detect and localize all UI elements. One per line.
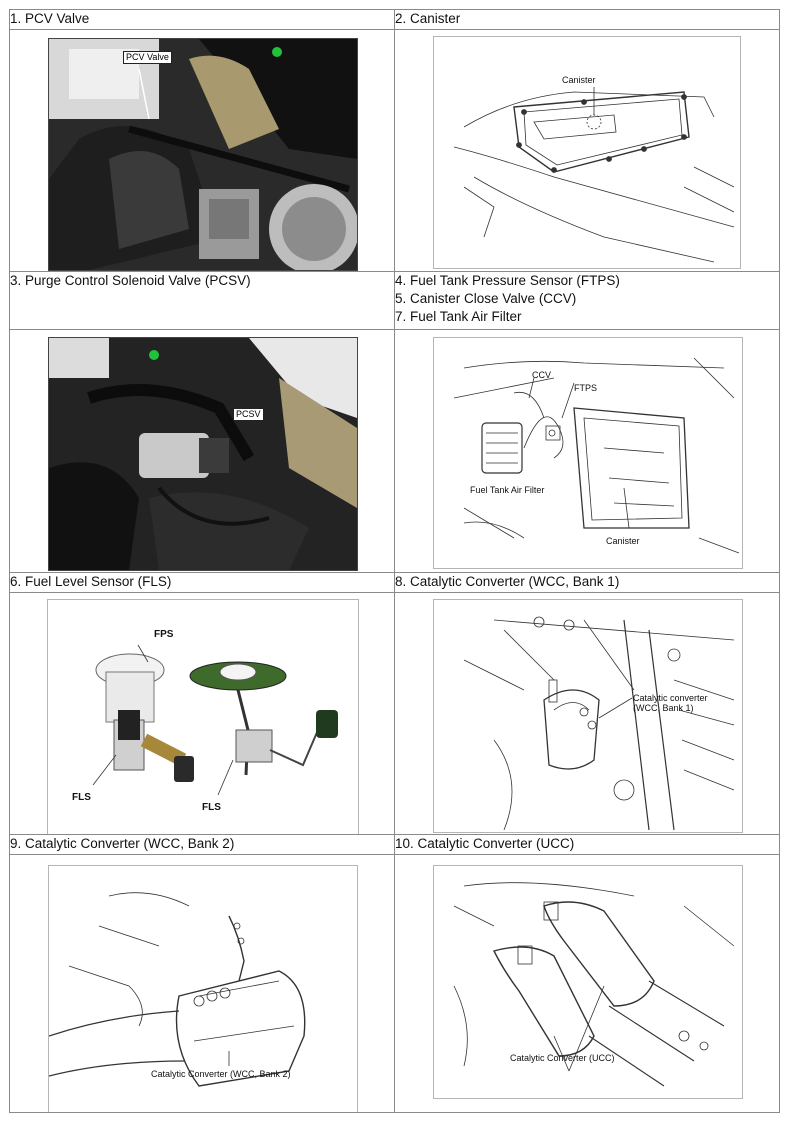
header-text: 1. PCV Valve: [10, 11, 90, 26]
header-pcv-valve: 1. PCV Valve: [9, 9, 395, 30]
figure-cell-pcv: PCV Valve: [9, 29, 395, 272]
figure-cell-wcc-bank2: Catalytic Converter (WCC, Bank 2): [9, 854, 395, 1113]
header-text: 2. Canister: [395, 11, 461, 26]
figure-cell-pcsv: PCSV: [9, 329, 395, 573]
header-fls: 6. Fuel Level Sensor (FLS): [9, 572, 395, 593]
figure-cell-wcc-bank1: Catalytic converter (WCC, Bank 1): [394, 592, 780, 835]
header-ucc: 10. Catalytic Converter (UCC): [394, 834, 780, 855]
header-text: 4. Fuel Tank Pressure Sensor (FTPS): [395, 273, 620, 288]
fls-label-left: FLS: [72, 792, 91, 803]
pcv-valve-photo: PCV Valve: [48, 38, 358, 271]
wcc-bank1-label-line1: Catalytic converter: [633, 693, 708, 703]
wcc-bank2-diagram: Catalytic Converter (WCC, Bank 2): [48, 865, 358, 1112]
ftps-ccv-diagram: CCV FTPS Fuel Tank Air Filter Canister: [433, 337, 743, 569]
ucc-label: Catalytic Converter (UCC): [510, 1053, 615, 1063]
canister-label: Canister: [606, 536, 640, 546]
header-pcsv: 3. Purge Control Solenoid Valve (PCSV): [9, 271, 395, 330]
header-text: 8. Catalytic Converter (WCC, Bank 1): [395, 574, 620, 589]
wcc-bank1-label-line2: (WCC, Bank 1): [633, 703, 694, 713]
canister-label: Canister: [562, 75, 596, 85]
header-text: 6. Fuel Level Sensor (FLS): [10, 574, 172, 589]
header-wcc-bank2: 9. Catalytic Converter (WCC, Bank 2): [9, 834, 395, 855]
pcv-valve-callout: PCV Valve: [123, 51, 172, 64]
wcc-bank2-label: Catalytic Converter (WCC, Bank 2): [151, 1069, 291, 1079]
pcsv-photo: PCSV: [48, 337, 358, 571]
header-canister: 2. Canister: [394, 9, 780, 30]
component-table: 1. PCV Valve 2. Canister: [9, 9, 780, 1113]
figure-cell-fls: FPS FLS FLS: [9, 592, 395, 835]
header-text: 7. Fuel Tank Air Filter: [395, 309, 522, 324]
figure-cell-ftps: CCV FTPS Fuel Tank Air Filter Canister: [394, 329, 780, 573]
header-text: 3. Purge Control Solenoid Valve (PCSV): [10, 273, 251, 288]
fls-label-right: FLS: [202, 802, 221, 813]
figure-cell-canister: Canister: [394, 29, 780, 272]
canister-diagram: Canister: [433, 36, 741, 269]
header-text: 10. Catalytic Converter (UCC): [395, 836, 575, 851]
header-wcc-bank1: 8. Catalytic Converter (WCC, Bank 1): [394, 572, 780, 593]
header-ftps-ccv-filter: 4. Fuel Tank Pressure Sensor (FTPS) 5. C…: [394, 271, 780, 330]
pcsv-callout: PCSV: [233, 408, 264, 421]
header-text: 9. Catalytic Converter (WCC, Bank 2): [10, 836, 235, 851]
wcc-bank1-diagram: Catalytic converter (WCC, Bank 1): [433, 599, 743, 833]
ftps-label: FTPS: [574, 383, 598, 393]
ccv-label: CCV: [532, 370, 552, 380]
figure-cell-ucc: Catalytic Converter (UCC): [394, 854, 780, 1113]
fps-label: FPS: [154, 629, 174, 640]
fls-photo: FPS FLS FLS: [47, 599, 359, 834]
header-text: 5. Canister Close Valve (CCV): [395, 291, 577, 306]
fuel-tank-air-filter-label: Fuel Tank Air Filter: [470, 485, 545, 495]
ucc-diagram: Catalytic Converter (UCC): [433, 865, 743, 1099]
